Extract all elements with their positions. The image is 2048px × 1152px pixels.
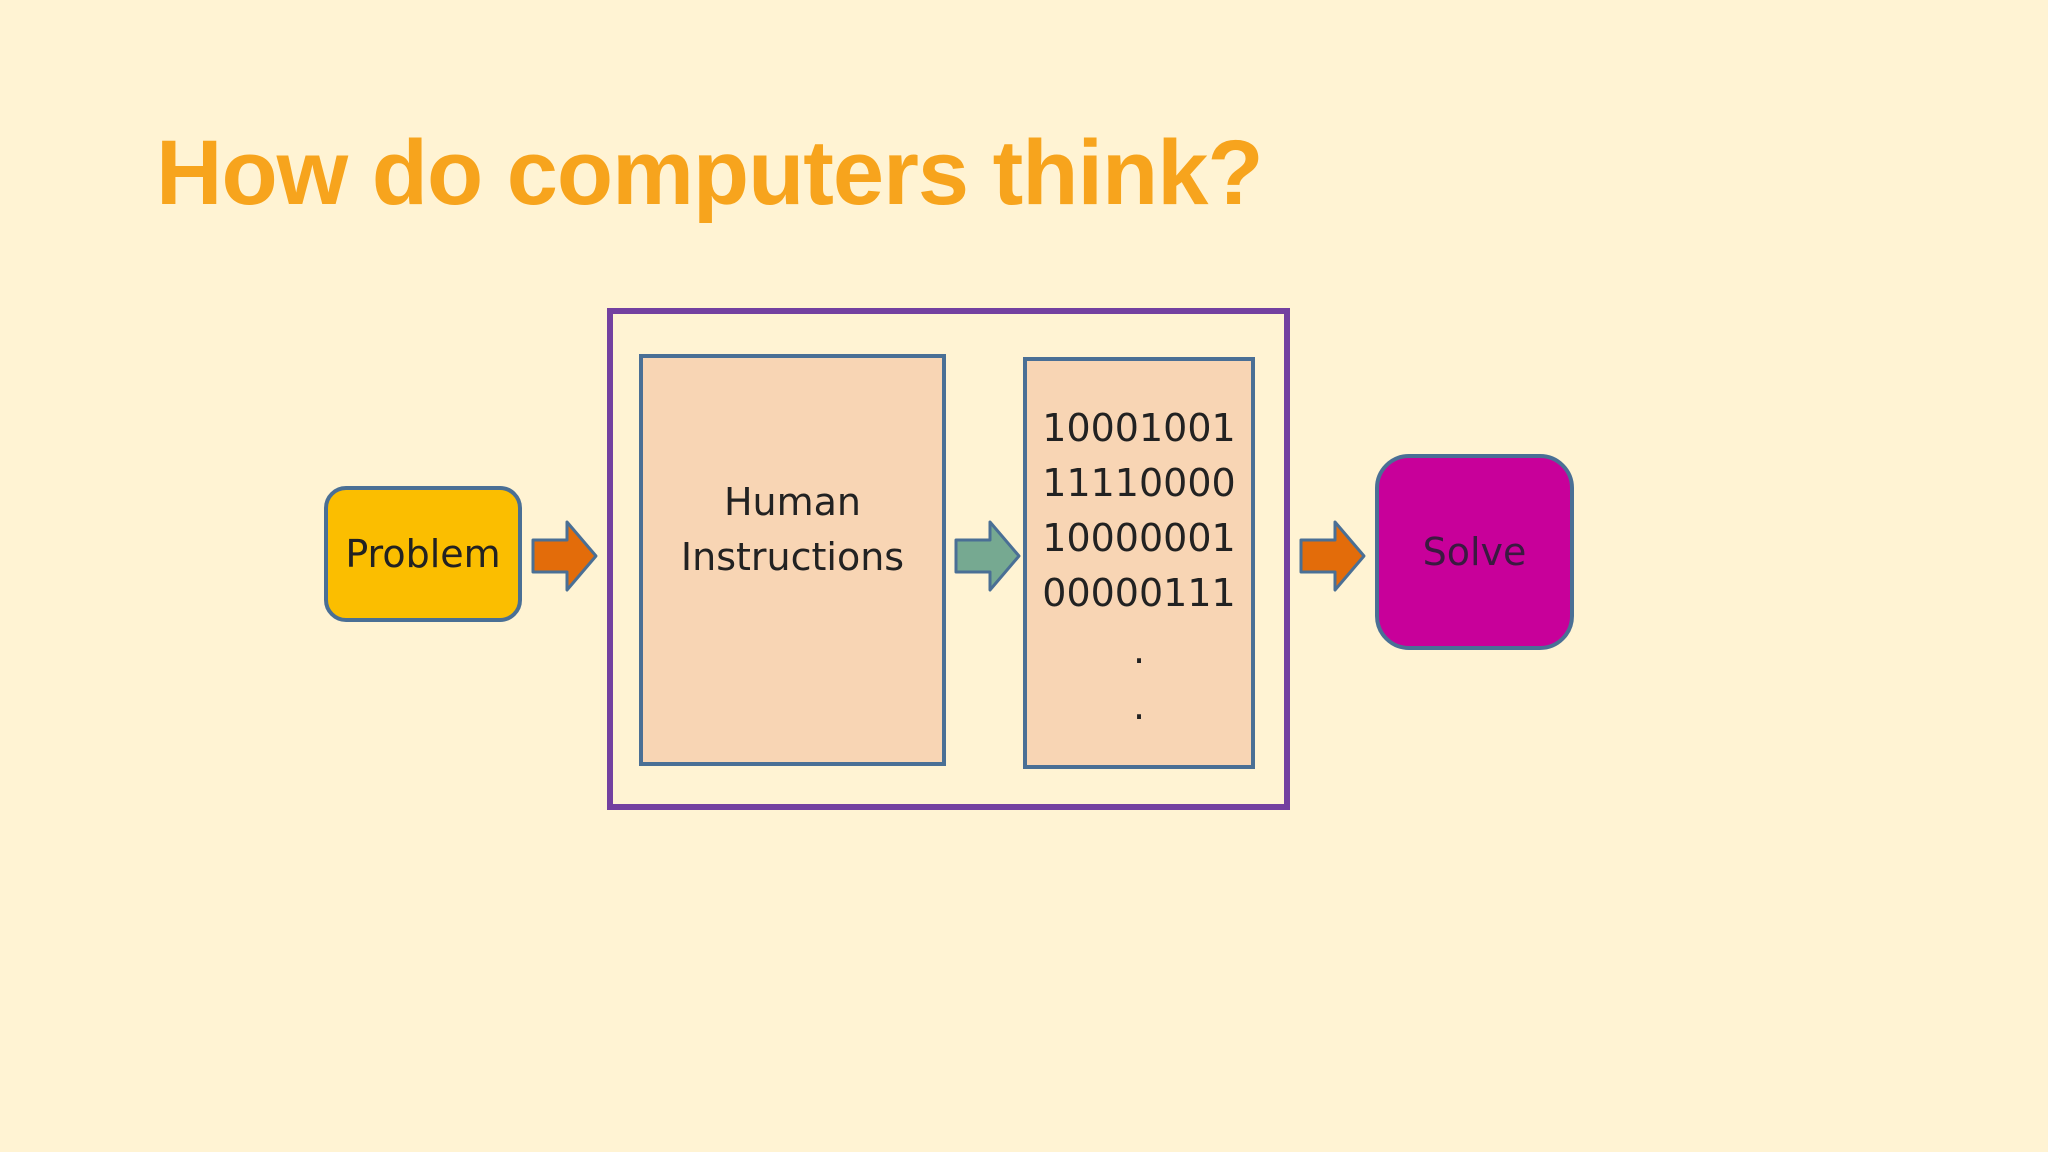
arrow-right-icon xyxy=(954,520,1021,592)
human-label-line2: Instructions xyxy=(680,535,905,579)
machine-code-box: 10001001 11110000 10000001 00000111 . . xyxy=(1023,357,1255,769)
slide-title: How do computers think? xyxy=(156,122,1264,224)
solve-label: Solve xyxy=(1422,530,1527,574)
human-instructions-box: Human Instructions xyxy=(639,354,946,766)
binary-line: 10000001 xyxy=(1042,516,1236,560)
problem-box: Problem xyxy=(324,486,522,622)
human-label-line1: Human xyxy=(723,480,862,524)
arrow-right-icon xyxy=(1299,520,1366,592)
binary-line: 10001001 xyxy=(1042,406,1236,450)
arrow-shape xyxy=(531,520,598,592)
arrow-shape xyxy=(1299,520,1366,592)
binary-line: 11110000 xyxy=(1042,461,1236,505)
ellipsis-dot: . xyxy=(1132,628,1146,672)
arrow-right-icon xyxy=(531,520,598,592)
ellipsis-dot: . xyxy=(1132,684,1146,728)
computer-container xyxy=(607,308,1290,810)
solve-box: Solve xyxy=(1375,454,1574,650)
arrow-shape xyxy=(954,520,1021,592)
problem-label: Problem xyxy=(345,532,501,576)
binary-line: 00000111 xyxy=(1042,571,1236,615)
